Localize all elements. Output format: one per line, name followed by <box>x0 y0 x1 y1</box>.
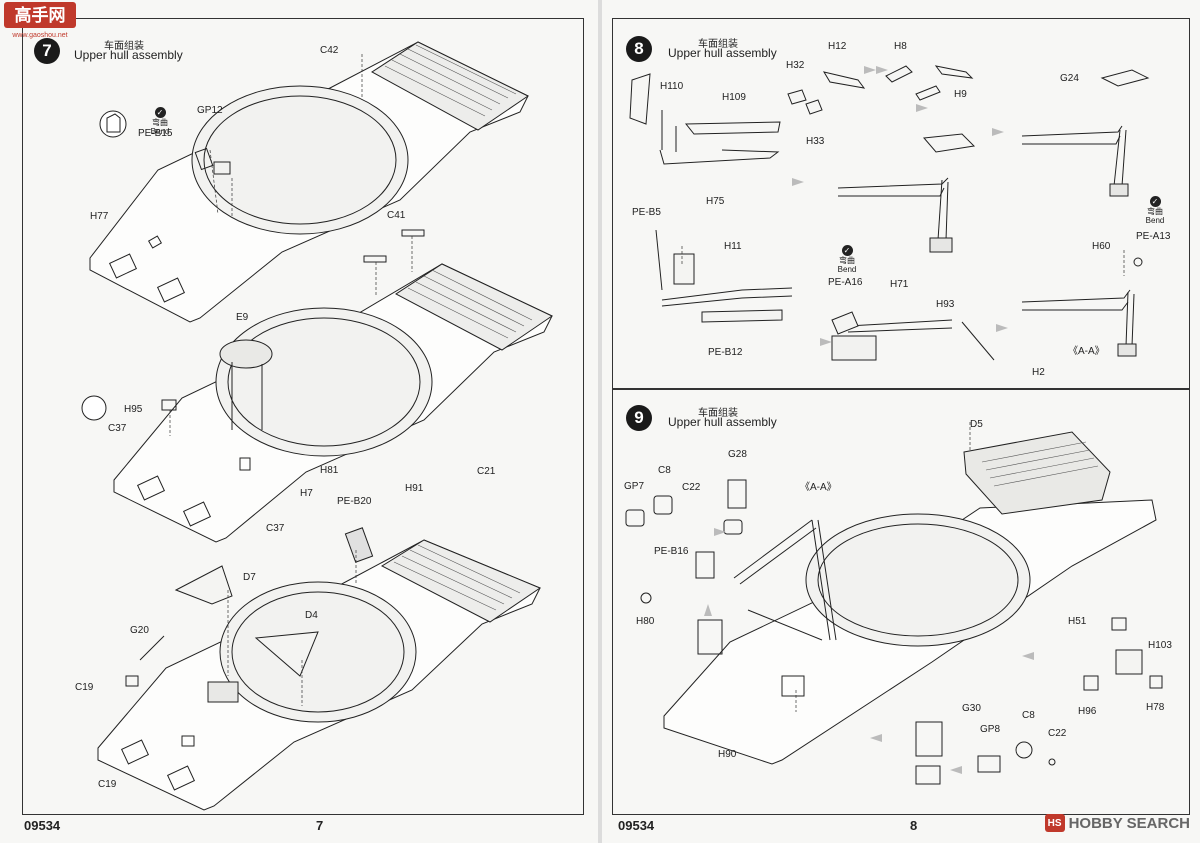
step9-badge: 9 <box>626 405 652 431</box>
part-label: H9 <box>954 89 967 100</box>
part-label: H93 <box>936 299 955 310</box>
steps8-9-drawing <box>625 65 1163 785</box>
part-label: C8 <box>1022 710 1035 721</box>
part-label: G30 <box>962 703 981 714</box>
part-label: 《A-A》 <box>800 482 837 493</box>
part-label: H96 <box>1078 706 1097 717</box>
step7-frame <box>22 18 584 815</box>
part-label: D7 <box>243 572 256 583</box>
part-label: H81 <box>320 465 339 476</box>
step9-frame <box>612 388 1190 815</box>
step8-frame <box>612 18 1190 390</box>
part-label: 《A-A》 <box>1068 346 1105 357</box>
part-label: C22 <box>682 482 701 493</box>
left-page: 高手网 www.gaoshou.net 7 车面组装 Upper hull as… <box>0 0 598 843</box>
part-label: H78 <box>1146 702 1165 713</box>
part-label: GP12 <box>197 105 223 116</box>
page-number: 7 <box>316 818 324 833</box>
step7-title-cn: 车面组装 <box>104 41 144 52</box>
part-label: GP8 <box>980 724 1001 735</box>
part-label: D4 <box>305 610 318 621</box>
step7-title-en: Upper hull assembly <box>74 48 183 62</box>
part-label: PE-B5 <box>632 207 661 218</box>
check-icon: ✓ <box>154 107 166 118</box>
part-label: H2 <box>1032 367 1045 378</box>
part-label: PE-B20 <box>337 496 372 507</box>
part-label: H71 <box>890 279 909 290</box>
check-icon: ✓ <box>841 245 853 256</box>
part-label: H51 <box>1068 616 1087 627</box>
part-label: C21 <box>477 466 496 477</box>
part-label: C41 <box>387 210 406 221</box>
right-page: 8 车面组装 Upper hull assembly 9 车面组装 Upper … <box>602 0 1200 843</box>
part-label: H110 <box>660 81 684 92</box>
part-label: H95 <box>124 404 143 415</box>
part-label: C22 <box>1048 728 1067 739</box>
part-label: G28 <box>728 449 747 460</box>
step7-badge: 7 <box>34 38 60 64</box>
part-label: H103 <box>1148 640 1172 651</box>
part-label: H90 <box>718 749 737 760</box>
part-label: PE-A13 <box>1136 231 1171 242</box>
hobby-search-logo-icon: HS <box>1044 814 1065 832</box>
part-label: H33 <box>806 136 825 147</box>
part-label: G24 <box>1060 73 1079 84</box>
part-label: C42 <box>320 45 339 56</box>
part-label: C8 <box>658 465 671 476</box>
part-label: H75 <box>706 196 725 207</box>
step8-title-cn: 车面组装 <box>698 39 738 50</box>
part-label: PE-B16 <box>654 546 689 557</box>
part-label: H80 <box>636 616 655 627</box>
step7-drawing <box>81 41 554 811</box>
hobby-search-watermark: HS HOBBY SEARCH <box>1044 811 1190 835</box>
step8-bend-note-a13: ✓ 弯曲 Bend <box>1145 196 1165 225</box>
part-label: D5 <box>970 419 983 430</box>
part-label: H12 <box>828 41 847 52</box>
part-label: PE-B15 <box>138 128 173 139</box>
part-label: PE-B12 <box>708 347 743 358</box>
part-label: C19 <box>75 682 94 693</box>
part-label: C37 <box>108 423 127 434</box>
step9-title-cn: 车面组装 <box>698 408 738 419</box>
step9-title-en: Upper hull assembly <box>668 415 777 429</box>
part-label: H32 <box>786 60 805 71</box>
gaoshou-logo: 高手网 www.gaoshou.net <box>4 2 76 39</box>
part-label: H77 <box>90 211 109 222</box>
part-label: C19 <box>98 779 117 790</box>
part-label: C37 <box>266 523 285 534</box>
part-label: H11 <box>724 241 742 252</box>
part-label: G20 <box>130 625 149 636</box>
part-label: GP7 <box>624 481 645 492</box>
part-label: H7 <box>300 488 313 499</box>
part-label: H91 <box>405 483 424 494</box>
check-icon: ✓ <box>1149 196 1161 207</box>
part-label: H8 <box>894 41 907 52</box>
product-code: 09534 <box>24 818 61 833</box>
part-label: PE-A16 <box>828 277 863 288</box>
part-label: E9 <box>236 312 249 323</box>
step8-badge: 8 <box>626 36 652 62</box>
step8-title-en: Upper hull assembly <box>668 46 777 60</box>
svg-text:高手网: 高手网 <box>15 5 66 25</box>
part-label: H60 <box>1092 241 1111 252</box>
page-number: 8 <box>910 818 918 833</box>
step7-bend-note: ✓ 弯曲 Bend <box>150 107 170 136</box>
part-label: H109 <box>722 92 746 103</box>
svg-text:www.gaoshou.net: www.gaoshou.net <box>11 32 67 39</box>
product-code: 09534 <box>618 818 655 833</box>
step8-bend-note-a16: ✓ 弯曲 Bend <box>837 245 857 274</box>
